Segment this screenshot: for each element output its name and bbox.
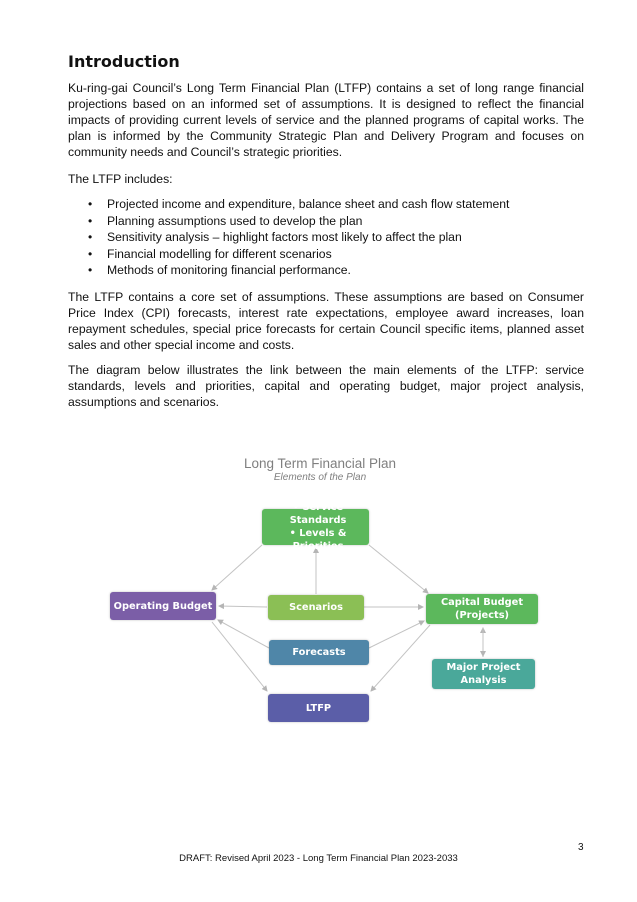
- arrow-scenarios-to-operating: [218, 603, 268, 610]
- ltfp-box: LTFP: [268, 694, 369, 722]
- capital-budget-sublabel: (Projects): [454, 610, 510, 621]
- major-project-label: Major Project: [446, 662, 521, 673]
- scenarios-box: Scenarios: [268, 595, 364, 620]
- diagram-subtitle: Elements of the Plan: [273, 472, 367, 483]
- levels-priorities-label: • Levels & Priorities: [289, 528, 347, 552]
- ltfp-diagram: Long Term Financial Plan Elements of the…: [100, 448, 550, 733]
- forecasts-box: Forecasts: [269, 640, 369, 665]
- page-number: 3: [578, 842, 584, 853]
- list-item: Projected income and expenditure, balanc…: [88, 196, 509, 213]
- capital-budget-label: Capital Budget: [440, 597, 524, 608]
- arrow-capital-to-ltfp: [370, 624, 431, 692]
- list-item: Financial modelling for different scenar…: [88, 246, 509, 263]
- major-project-sublabel: Analysis: [460, 675, 507, 686]
- operating-budget-box: Operating Budget: [110, 592, 216, 620]
- diagram-intro-paragraph: The diagram below illustrates the link b…: [68, 363, 584, 409]
- capital-budget-box: Capital Budget (Projects): [426, 594, 538, 624]
- arrow-forecasts-to-capital: [368, 620, 425, 649]
- diagram-title: Long Term Financial Plan: [243, 456, 397, 471]
- page-footer: DRAFT: Revised April 2023 - Long Term Fi…: [179, 853, 458, 864]
- includes-paragraph: The LTFP includes:: [68, 172, 173, 186]
- includes-list: Projected income and expenditure, balanc…: [88, 196, 509, 279]
- service-standards-box: • Service Standards • Levels & Prioritie…: [262, 502, 369, 552]
- page-heading: Introduction: [68, 52, 180, 71]
- service-standards-label: • Service Standards: [289, 502, 347, 526]
- arrow-service-to-capital: [368, 544, 429, 594]
- arrow-operating-to-ltfp: [211, 621, 268, 692]
- list-item: Methods of monitoring financial performa…: [88, 262, 509, 279]
- list-item: Sensitivity analysis – highlight factors…: [88, 229, 509, 246]
- arrow-forecasts-to-operating: [217, 619, 270, 649]
- intro-paragraph: Ku-ring-gai Council’s Long Term Financia…: [68, 81, 584, 159]
- major-project-analysis-box: Major Project Analysis: [432, 659, 535, 689]
- assumptions-paragraph: The LTFP contains a core set of assumpti…: [68, 290, 584, 352]
- list-item: Planning assumptions used to develop the…: [88, 213, 509, 230]
- diagram-connectors: [211, 544, 486, 692]
- arrow-service-to-operating: [211, 544, 263, 591]
